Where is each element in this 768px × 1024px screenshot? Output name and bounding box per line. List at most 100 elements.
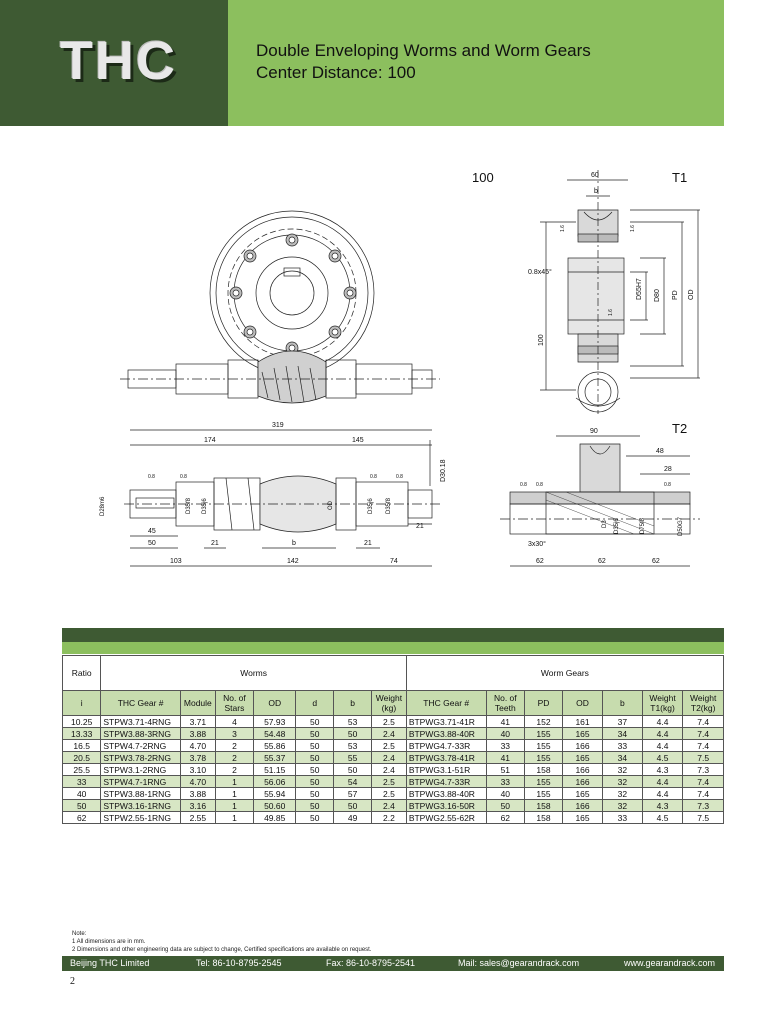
table-cell: 161 — [562, 715, 604, 728]
table-cell: BTPWG4.7-33R — [405, 775, 487, 788]
dim-62-right: 62 — [652, 558, 660, 565]
table-cell: 4.4 — [641, 739, 684, 752]
dim-b-worm: b — [292, 540, 296, 547]
dim-62-left: 62 — [536, 558, 544, 565]
page-title: Double Enveloping Worms and Worm Gears C… — [256, 40, 591, 84]
table-cell: STPW4.7-1RNG — [100, 775, 181, 788]
col-header: b — [333, 690, 372, 716]
dim-od-worm: OD — [328, 500, 334, 510]
col-header: THC Gear # — [405, 690, 487, 716]
table-cell: 50 — [295, 811, 335, 824]
table-cell: 40 — [61, 787, 102, 800]
roughness-side-1: 1.6 — [560, 225, 566, 232]
note-1: 1 All dimensions are in mm. — [72, 939, 146, 945]
dim-chamfer-side: 0.8x45° — [528, 268, 552, 276]
table-cell: 34 — [602, 751, 643, 764]
table-cell: 2.2 — [371, 811, 407, 824]
table-cell: STPW3.88-3RNG — [100, 727, 181, 740]
table-cell: 165 — [562, 787, 604, 800]
col-header: Weight T1(kg) — [641, 690, 684, 716]
table-cell: 50 — [295, 775, 335, 788]
table-cell: 37 — [602, 715, 643, 728]
table-cell: 4.4 — [641, 787, 684, 800]
table-cell: 3 — [214, 727, 255, 740]
table-cell: 1 — [214, 799, 255, 812]
col-header: d — [295, 690, 335, 716]
table-cell: 50 — [295, 715, 335, 728]
table-cell: 57.93 — [253, 715, 297, 728]
dim-45: 45 — [148, 528, 156, 535]
table-cell: 41 — [485, 751, 525, 764]
table-cell: 32 — [602, 775, 643, 788]
roughness-t2-1: 0.8 — [520, 482, 527, 488]
dim-d75f8: D75f8 — [640, 517, 646, 534]
dim-pd: PD — [672, 290, 679, 300]
footer-website[interactable]: www.gearandrack.com — [624, 958, 716, 968]
table-cell: 155 — [523, 751, 564, 764]
note-heading: Note: — [72, 931, 87, 937]
table-cell: 165 — [562, 811, 604, 824]
footer-fax: Fax: 86-10-8795-2541 — [326, 958, 416, 968]
table-cell: STPW3.71-4RNG — [100, 715, 181, 728]
dim-chamfer-t2: 3x30° — [528, 540, 546, 548]
table-cell: 3.16 — [179, 799, 216, 812]
table-cell: 165 — [562, 727, 604, 740]
table-cell: BTPWG3.88-40R — [405, 787, 487, 800]
dim-d55h7: D55H7 — [636, 278, 643, 300]
table-cell: 54 — [333, 775, 372, 788]
footer-mail[interactable]: Mail: sales@gearandrack.com — [458, 958, 580, 968]
table-cell: 55.37 — [253, 751, 297, 764]
table-cell: 32 — [602, 763, 643, 776]
table-cell: 51 — [485, 763, 525, 776]
table-cell: 40 — [485, 787, 525, 800]
table-band-dark — [62, 628, 724, 642]
table-cell: 2.4 — [371, 799, 407, 812]
table-cell: 2.4 — [371, 763, 407, 776]
roughness-side-3: 1.6 — [608, 309, 614, 316]
table-cell: 2.5 — [371, 739, 407, 752]
dim-145: 145 — [352, 437, 364, 444]
dim-d50g7: D50G7 — [678, 516, 684, 536]
table-cell: 50 — [333, 727, 372, 740]
table-cell: 1 — [214, 787, 255, 800]
table-cell: 7.3 — [682, 763, 724, 776]
table-cell: 2 — [214, 763, 255, 776]
dim-62-mid: 62 — [598, 558, 606, 565]
note-2: 2 Dimensions and other engineering data … — [72, 947, 372, 953]
thc-logo: THC — [60, 31, 177, 91]
table-cell: BTPWG3.88-40R — [405, 727, 487, 740]
title-line-1: Double Enveloping Worms and Worm Gears — [256, 41, 591, 60]
table-cell: BTPWG3.78-41R — [405, 751, 487, 764]
col-header: PD — [523, 690, 564, 716]
table-cell: STPW3.88-1RNG — [100, 787, 181, 800]
table-column-header: i THC Gear # Module No. of Stars OD d b … — [61, 690, 724, 716]
table-cell: 34 — [602, 727, 643, 740]
table-cell: 50 — [295, 751, 335, 764]
table-cell: 155 — [523, 775, 564, 788]
col-header: b — [602, 690, 643, 716]
notes: Note: 1 All dimensions are in mm. 2 Dime… — [72, 930, 372, 954]
table-cell: 3.10 — [179, 763, 216, 776]
dim-d35j6-left: D35j6 — [202, 498, 208, 514]
col-header: No. of Stars — [214, 690, 255, 716]
footer-tel: Tel: 86-10-8795-2545 — [196, 958, 282, 968]
table-cell: 4.3 — [641, 763, 684, 776]
page-number: 2 — [70, 976, 75, 987]
dim-od: OD — [688, 290, 695, 301]
dim-21-mid: 21 — [364, 540, 372, 547]
roughness-worm-3: 0.8 — [370, 474, 377, 480]
roughness-worm-1: 0.8 — [148, 474, 155, 480]
roughness-t2-3: 0.8 — [664, 482, 671, 488]
table-cell: 166 — [562, 763, 604, 776]
table-cell: STPW3.16-1RNG — [100, 799, 181, 812]
table-cell: 25.5 — [61, 763, 102, 776]
table-cell: 41 — [485, 715, 525, 728]
worm-shaft-drawing: 319 174 145 D30.18 45 50 21 b 21 21 103 … — [100, 422, 447, 567]
roughness-worm-2: 0.8 — [180, 474, 187, 480]
col-header: i — [61, 690, 102, 716]
table-cell: 33 — [602, 739, 643, 752]
